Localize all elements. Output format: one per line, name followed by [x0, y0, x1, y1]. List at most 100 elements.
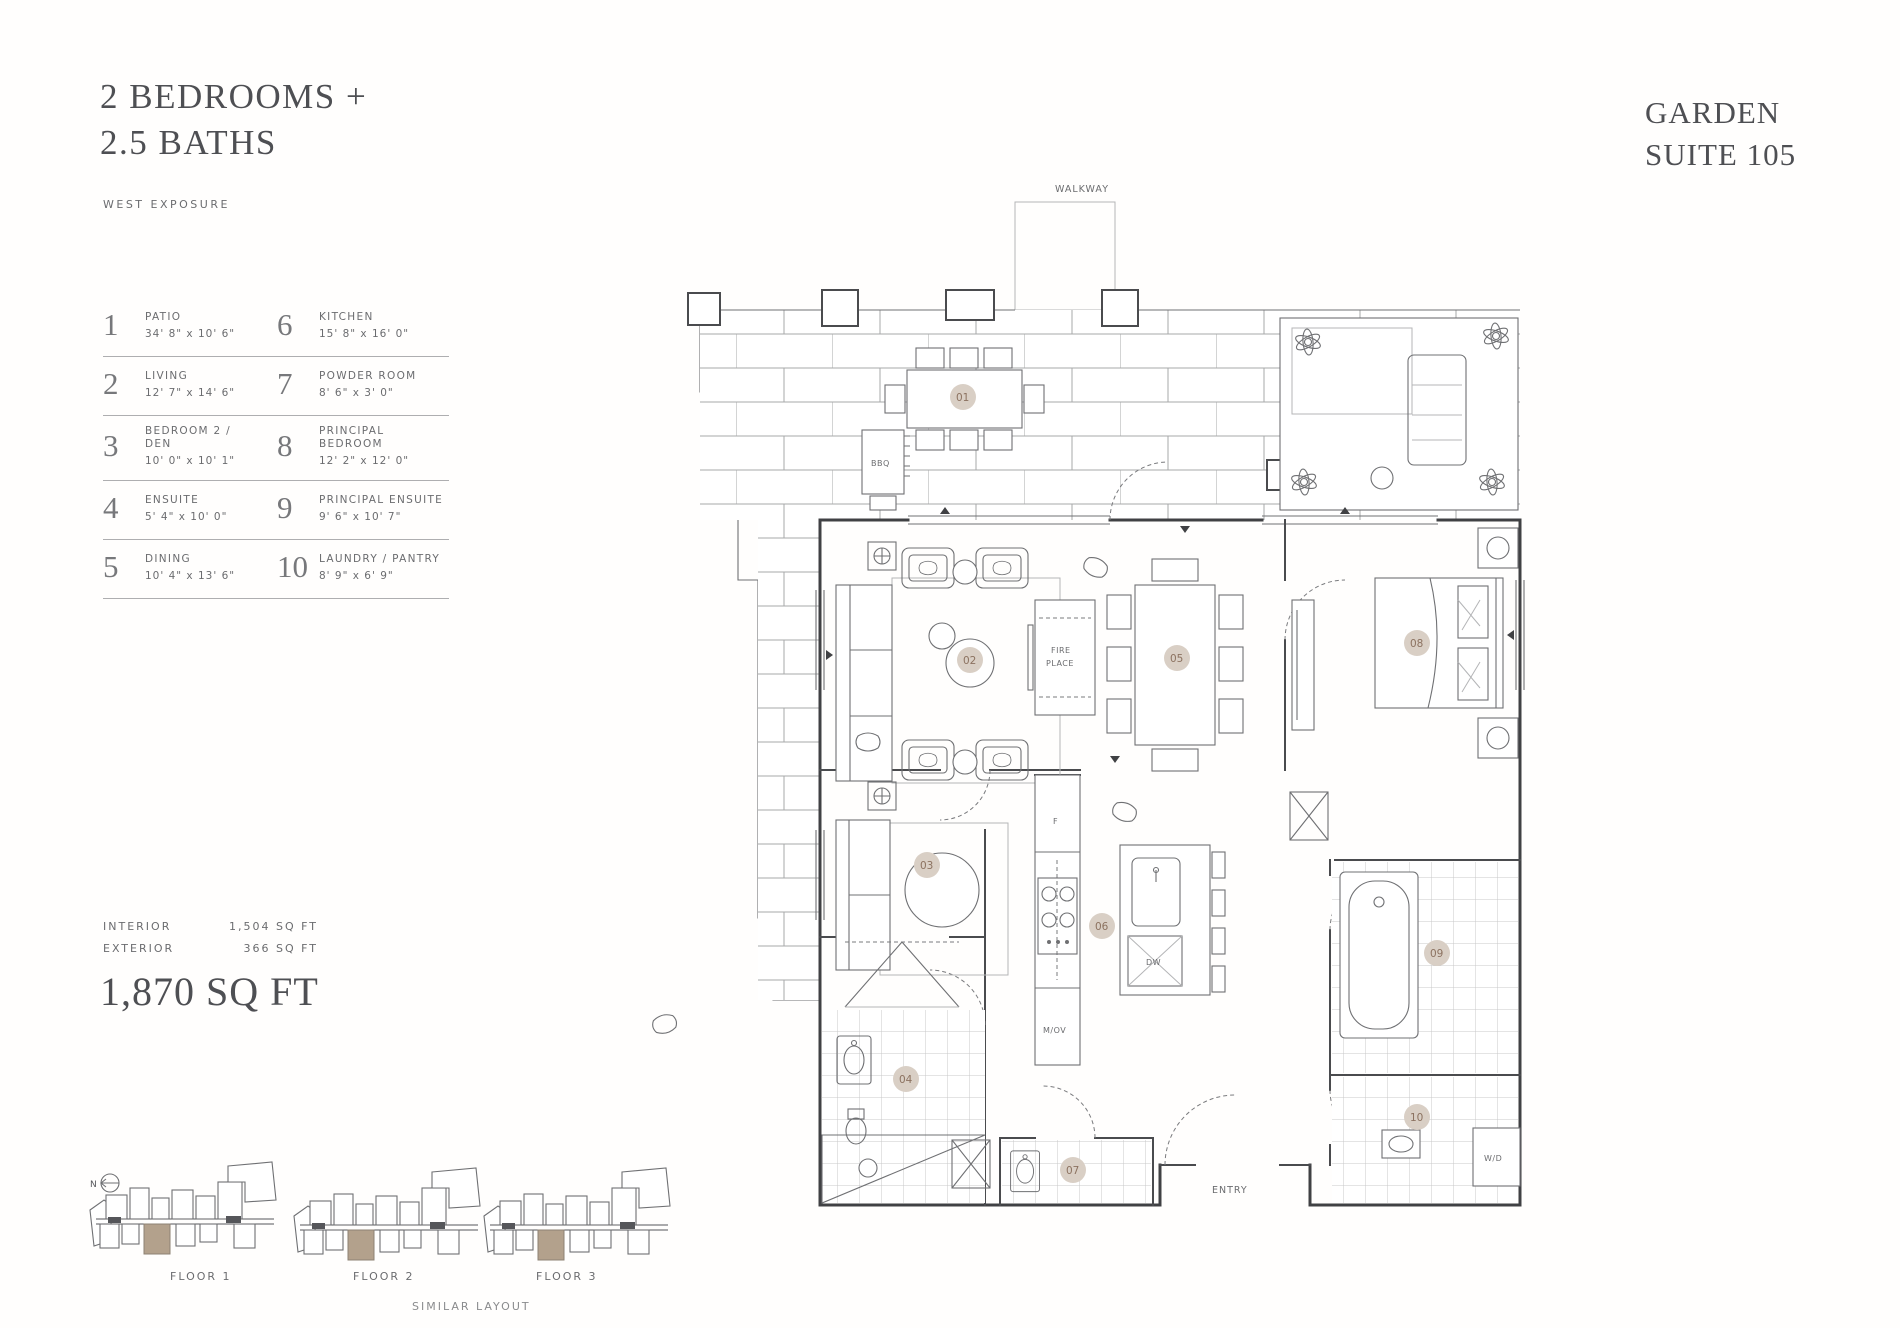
range-icon	[1037, 877, 1078, 955]
floor2-label: FLOOR 2	[353, 1270, 415, 1283]
title-line-1: 2 BEDROOMS +	[100, 77, 368, 116]
legend-num: 4	[103, 490, 119, 525]
legend-num: 8	[277, 428, 293, 463]
legend-dims: 12' 7" x 14' 6"	[145, 386, 236, 399]
svg-text:05: 05	[1170, 653, 1183, 665]
principal-ensuite	[1332, 862, 1518, 1073]
legend-row: 5 DINING 10' 4" x 13' 6" 10 LAUNDRY / PANTR…	[103, 540, 449, 599]
bathtub-icon	[1339, 871, 1419, 1039]
floor3-label: FLOOR 3	[536, 1270, 598, 1283]
legend-num: 10	[277, 549, 308, 584]
legend-dims: 10' 0" x 10' 1"	[145, 455, 236, 467]
legend-dims: 34' 8" x 10' 6"	[145, 327, 236, 340]
ensuite-bath	[821, 1010, 986, 1204]
suite-line-2: SUITE 105	[1645, 137, 1797, 172]
interior-label: INTERIOR	[103, 920, 172, 933]
legend-num: 6	[277, 307, 293, 342]
walkway-label: WALKWAY	[1055, 184, 1109, 195]
walkway	[1014, 201, 1116, 311]
key-plans: N FLOOR 1 FLOOR 2 FLOOR 3	[89, 1161, 671, 1283]
legend-num: 7	[277, 366, 293, 401]
badge-04: 04	[893, 1066, 919, 1092]
outdoor-dining-set	[884, 347, 1045, 451]
interior-walls	[819, 519, 1521, 1206]
suite-line-1: GARDEN	[1645, 95, 1781, 130]
french-doors	[844, 941, 960, 1008]
badge-05: 05	[1164, 645, 1190, 671]
legend-name: PATIO	[145, 310, 182, 323]
entry-label: ENTRY	[1212, 1185, 1248, 1196]
legend-dims: 10' 4" x 13' 6"	[145, 569, 236, 582]
title-line-2: 2.5 BATHS	[100, 123, 277, 162]
exterior-walls	[815, 515, 1525, 1207]
similar-layout-note: SIMILAR LAYOUT	[412, 1300, 531, 1313]
badge-02: 02	[957, 647, 983, 673]
fridge-label: F	[1053, 817, 1058, 826]
legend-name: PRINCIPAL BEDROOM	[319, 425, 385, 450]
fireplace: FIRE PLACE	[1027, 599, 1096, 716]
fireplace-label-1: FIRE	[1051, 646, 1071, 655]
badge-08: 08	[1404, 630, 1430, 656]
suite-title: GARDEN SUITE 105	[1645, 92, 1796, 176]
svg-text:07: 07	[1066, 1165, 1079, 1177]
legend-name: DINING	[145, 552, 191, 565]
kitchen: F M/OV DW	[1034, 774, 1226, 1066]
washer-dryer-label: W/D	[1484, 1154, 1502, 1163]
legend-num: 9	[277, 490, 293, 525]
legend-name: LIVING	[145, 369, 189, 382]
svg-text:03: 03	[920, 860, 933, 872]
legend-dims: 12' 2" x 12' 0"	[319, 455, 410, 467]
keyplan-floor3	[483, 1167, 671, 1261]
interior-value: 1,504 SQ FT	[229, 920, 318, 933]
badge-06: 06	[1089, 913, 1115, 939]
bbq-label: BBQ	[871, 459, 890, 468]
legend-name: BEDROOM 2 / DEN	[145, 425, 232, 450]
keyplan-floor2	[293, 1167, 481, 1261]
legend-row: 4 ENSUITE 5' 4" x 10' 0" 9 PRINCIPAL ENSUIT…	[103, 481, 449, 540]
bedroom2-den	[650, 798, 1140, 1037]
exposure-label: WEST EXPOSURE	[103, 198, 230, 211]
page-title: 2 BEDROOMS + 2.5 BATHS	[100, 74, 367, 166]
microwave-oven-label: M/OV	[1043, 1026, 1066, 1035]
legend-dims: 5' 4" x 10' 0"	[145, 510, 228, 523]
living-room	[835, 541, 1111, 811]
svg-text:06: 06	[1095, 921, 1109, 933]
legend-name: POWDER ROOM	[319, 369, 417, 382]
bbq: BBQ	[861, 429, 910, 511]
patio-west-strip	[758, 520, 820, 1000]
legend-num: 5	[103, 549, 119, 584]
kitchen-island: DW	[1119, 844, 1226, 996]
svg-text:02: 02	[963, 655, 976, 667]
legend-num: 3	[103, 428, 119, 463]
legend-num: 2	[103, 366, 119, 401]
badge-03: 03	[914, 852, 940, 878]
badge-01: 01	[950, 384, 976, 410]
badge-10: 10	[1404, 1104, 1430, 1130]
fireplace-label-2: PLACE	[1046, 659, 1074, 668]
badge-07: 07	[1060, 1157, 1086, 1183]
dishwasher-label: DW	[1146, 958, 1161, 967]
laundry-pantry: W/D	[1332, 1077, 1521, 1203]
floor-plan: WALKWAY	[650, 184, 1525, 1207]
garden-bed	[1279, 317, 1519, 511]
legend-name: LAUNDRY / PANTRY	[319, 552, 441, 565]
legend-name: KITCHEN	[319, 310, 374, 323]
total-area: 1,870 SQ FT	[100, 969, 319, 1014]
badge-09: 09	[1424, 940, 1450, 966]
legend-name: ENSUITE	[145, 493, 200, 506]
svg-text:09: 09	[1430, 948, 1443, 960]
svg-text:10: 10	[1410, 1112, 1423, 1124]
exterior-value: 366 SQ FT	[243, 942, 318, 955]
principal-bedroom	[1291, 527, 1519, 759]
opening-markers	[826, 507, 1514, 763]
legend-dims: 9' 6" x 10' 7"	[319, 510, 402, 523]
legend-name: PRINCIPAL ENSUITE	[319, 493, 444, 506]
svg-text:N: N	[90, 1180, 97, 1190]
svg-text:08: 08	[1410, 638, 1423, 650]
legend-dims: 15' 8" x 16' 0"	[319, 327, 410, 340]
